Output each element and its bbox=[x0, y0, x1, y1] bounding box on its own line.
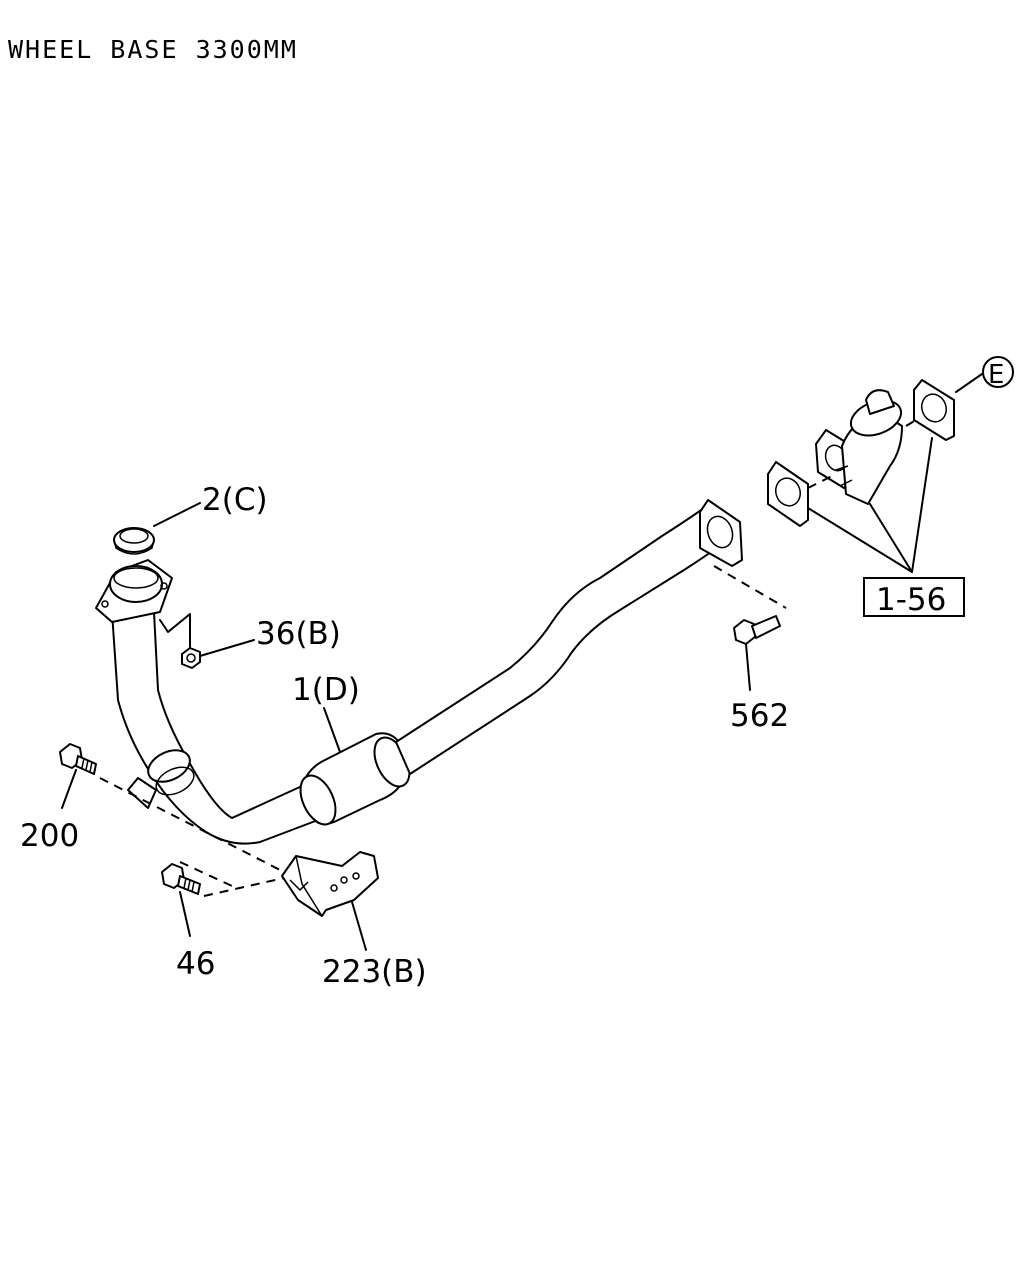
hanger-tab bbox=[127, 777, 157, 809]
middle-pipe bbox=[395, 507, 723, 775]
callout-46: 46 bbox=[176, 946, 215, 982]
bolt-200 bbox=[59, 743, 97, 775]
rear-gasket-2 bbox=[913, 379, 955, 441]
diagram-title: WHEEL BASE 3300MM bbox=[8, 35, 298, 64]
downpipe-collar bbox=[147, 749, 191, 783]
muffler-inlet bbox=[815, 389, 903, 505]
callout-562: 562 bbox=[730, 698, 789, 734]
front-downpipe bbox=[111, 611, 189, 773]
rear-flange bbox=[699, 499, 743, 567]
callout-223b: 223(B) bbox=[322, 954, 427, 990]
bolt-46 bbox=[161, 863, 201, 895]
reference-box bbox=[863, 577, 965, 617]
bracket-223b bbox=[281, 851, 379, 917]
reference-circle-label: E bbox=[988, 360, 1004, 390]
callout-2c: 2(C) bbox=[202, 482, 268, 518]
callout-36b: 36(B) bbox=[256, 616, 341, 652]
callout-200: 200 bbox=[20, 818, 79, 854]
flange-nut bbox=[181, 647, 201, 669]
bolt-562 bbox=[733, 615, 781, 645]
gasket-ring bbox=[113, 527, 155, 553]
reference-box-label: 1-56 bbox=[876, 582, 946, 618]
rear-gasket-1 bbox=[767, 461, 809, 527]
exhaust-pipe-drawing bbox=[95, 499, 743, 845]
reference-circle bbox=[982, 356, 1014, 388]
callout-1d: 1(D) bbox=[292, 672, 360, 708]
